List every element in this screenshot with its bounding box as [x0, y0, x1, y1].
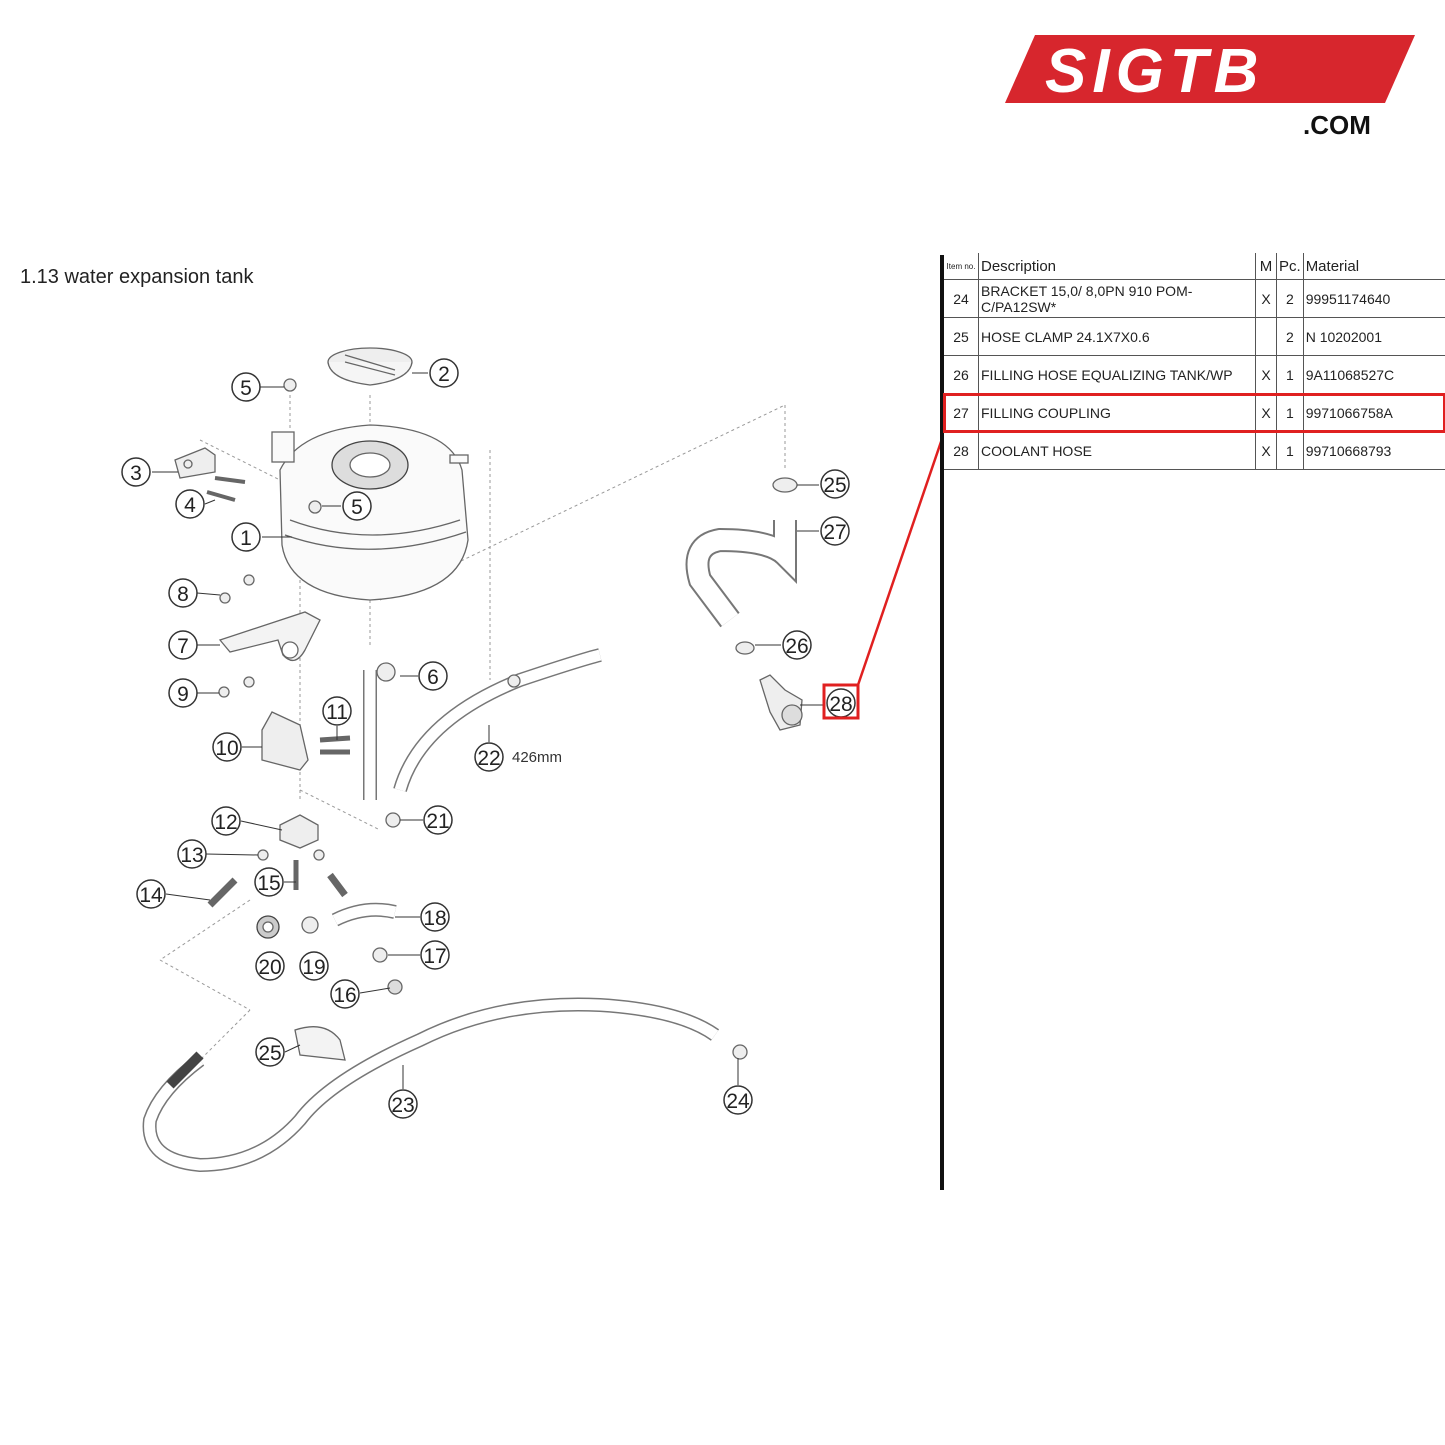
- header-material: Material: [1302, 253, 1445, 280]
- table-row[interactable]: 28 COOLANT HOSE X 1 99710668793: [944, 431, 1445, 470]
- callout-1b: 1: [240, 527, 252, 550]
- cell-item: 28: [944, 431, 979, 470]
- callout-16: 17: [423, 945, 446, 968]
- callout-12: 13: [180, 844, 203, 867]
- cell-item: 25: [944, 317, 979, 356]
- cell-description: FILLING HOSE EQUALIZING TANK/WP: [978, 355, 1256, 394]
- callout-19: 20: [258, 956, 281, 979]
- callout-13: 14: [139, 884, 163, 907]
- callout-22: 23: [391, 1094, 414, 1117]
- callout-6: 7: [177, 635, 189, 658]
- logo-text: SIGTB: [1045, 37, 1264, 106]
- callout-3: 3: [130, 462, 142, 485]
- highlight-connector-line: [856, 440, 940, 686]
- hose-length-label: 426mm: [512, 749, 562, 766]
- cell-material: N 10202001: [1302, 317, 1445, 356]
- callout-25a: 25: [823, 474, 846, 497]
- cell-item: 24: [944, 279, 979, 318]
- callout-8: 9: [177, 683, 189, 706]
- callout-18: 19: [302, 956, 325, 979]
- highlight-box-callout: [822, 683, 860, 720]
- callout-4: 4: [184, 494, 196, 517]
- cell-pc: 1: [1276, 355, 1304, 394]
- callout-20: 21: [426, 810, 449, 833]
- table-row[interactable]: 25 HOSE CLAMP 24.1X7X0.6 2 N 10202001: [944, 317, 1445, 356]
- cell-m: X: [1255, 393, 1277, 432]
- callout-27: 28: [829, 693, 852, 716]
- callout-1: 5: [240, 377, 252, 400]
- header-description: Description: [978, 253, 1256, 280]
- callout-7: 8: [177, 583, 189, 606]
- callout-17: 18: [423, 907, 446, 930]
- table-header-row: Item no. Description M Pc. Material: [944, 253, 1445, 280]
- cell-description: COOLANT HOSE: [978, 431, 1256, 470]
- cell-m: X: [1255, 431, 1277, 470]
- callout-25b: 26: [785, 635, 808, 658]
- cell-description: BRACKET 15,0/ 8,0PN 910 POM-C/PA12SW*: [978, 279, 1256, 318]
- cell-item: 26: [944, 355, 979, 394]
- cell-description: FILLING COUPLING: [978, 393, 1256, 432]
- cell-material: 99710668793: [1302, 431, 1445, 470]
- callout-2: 2: [438, 363, 450, 386]
- callout-21: 22: [477, 747, 500, 770]
- callout-23: 24: [726, 1090, 750, 1113]
- cell-description: HOSE CLAMP 24.1X7X0.6: [978, 317, 1256, 356]
- callout-5b: 5: [351, 496, 363, 519]
- callout-9: 10: [215, 737, 238, 760]
- cell-pc: 2: [1276, 279, 1304, 318]
- table-row-highlighted[interactable]: 27 FILLING COUPLING X 1 9971066758A: [943, 392, 1445, 433]
- exploded-parts-diagram: 5 2 3 4 1 5 8 7 9 10 11 12 13 14 15 16 1…: [121, 347, 940, 1173]
- cell-pc: 2: [1276, 317, 1304, 356]
- callout-15: 16: [333, 984, 356, 1007]
- cell-material: 9A11068527C: [1302, 355, 1445, 394]
- cell-m: X: [1255, 355, 1277, 394]
- logo-domain: .COM: [1303, 110, 1371, 140]
- callout-14: 15: [257, 872, 280, 895]
- cell-item: 27: [944, 393, 979, 432]
- callout-10: 11: [326, 701, 348, 724]
- sigtb-logo: SIGTB .COM: [1005, 35, 1415, 140]
- cell-material: 9971066758A: [1302, 393, 1445, 432]
- cell-pc: 1: [1276, 431, 1304, 470]
- table-row[interactable]: 24 BRACKET 15,0/ 8,0PN 910 POM-C/PA12SW*…: [944, 279, 1445, 318]
- callout-11: 12: [214, 811, 237, 834]
- header-pc: Pc.: [1276, 253, 1304, 280]
- header-m: M: [1255, 253, 1277, 280]
- cell-material: 99951174640: [1302, 279, 1445, 318]
- callout-28: 6: [427, 666, 439, 689]
- section-title: 1.13 water expansion tank: [20, 266, 254, 288]
- header-item-no: Item no.: [944, 253, 979, 280]
- cell-m: X: [1255, 279, 1277, 318]
- table-row[interactable]: 26 FILLING HOSE EQUALIZING TANK/WP X 1 9…: [944, 355, 1445, 394]
- vertical-divider: [940, 255, 944, 1190]
- callout-24: 25: [258, 1042, 281, 1065]
- cell-m: [1255, 317, 1277, 356]
- cell-pc: 1: [1276, 393, 1304, 432]
- callout-26: 27: [823, 521, 846, 544]
- parts-table: Item no. Description M Pc. Material 24 B…: [943, 253, 1445, 470]
